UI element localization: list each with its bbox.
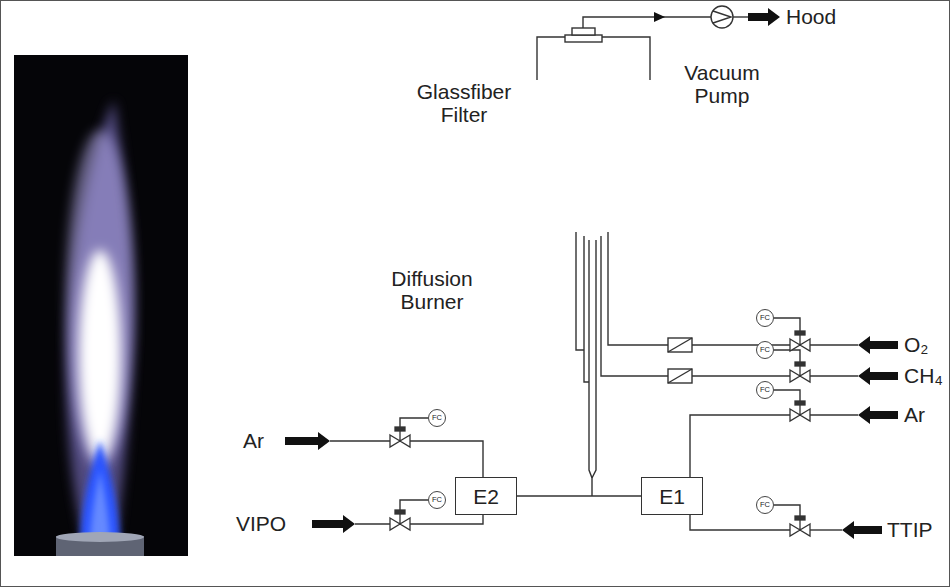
controller-tag: FC bbox=[432, 414, 442, 422]
pipe-connector bbox=[517, 495, 641, 496]
flow-controller: FC bbox=[428, 409, 446, 427]
flow-controller: FC bbox=[428, 491, 446, 509]
valve-actuator bbox=[795, 516, 805, 520]
flame-glow bbox=[66, 130, 134, 470]
valve-actuator bbox=[795, 331, 805, 335]
burner-middle-tube bbox=[584, 236, 589, 382]
valve-actuator bbox=[795, 362, 805, 366]
valves bbox=[390, 331, 810, 536]
feed-arrow bbox=[858, 367, 898, 385]
flame-core bbox=[79, 250, 121, 460]
burner-rim bbox=[56, 532, 144, 542]
valve-symbol bbox=[790, 335, 810, 351]
precursor-label: VIPO bbox=[236, 512, 286, 535]
flow-arrows bbox=[285, 8, 898, 539]
valve-symbol bbox=[790, 366, 810, 382]
flow-controller: FC bbox=[756, 381, 774, 399]
flame-base bbox=[80, 440, 120, 540]
controller-tag: FC bbox=[760, 501, 770, 509]
precursor-line bbox=[810, 529, 842, 530]
flame-plume bbox=[66, 100, 133, 540]
flow-controller: FC bbox=[756, 341, 774, 359]
flow-controller: FC bbox=[756, 309, 774, 327]
precursor-line bbox=[690, 496, 790, 530]
photo-ground bbox=[14, 55, 188, 556]
flame-base-inner bbox=[90, 470, 110, 538]
pump-outlet bbox=[733, 16, 748, 17]
box-label: E1 bbox=[659, 486, 685, 507]
gas-label: CH₄ bbox=[904, 364, 943, 387]
burner-outer-tube bbox=[608, 232, 668, 345]
flow-controller: FC bbox=[756, 496, 774, 514]
controller-tag: FC bbox=[760, 346, 770, 354]
gas-label: O₂ bbox=[904, 333, 929, 356]
exhaust-line bbox=[583, 17, 711, 28]
filter-holder bbox=[565, 35, 602, 42]
gas-label: Ar bbox=[243, 429, 264, 452]
controller-tag: FC bbox=[432, 496, 442, 504]
part-label: Glassfiber Filter bbox=[417, 80, 512, 126]
hood-arrow bbox=[748, 8, 780, 26]
valve-actuator bbox=[395, 427, 405, 431]
filter-pad bbox=[572, 28, 595, 35]
feed-arrow bbox=[858, 406, 898, 424]
controller-tag: FC bbox=[760, 386, 770, 394]
valve-symbol bbox=[390, 514, 410, 530]
burner-outer-tube bbox=[576, 232, 584, 350]
part-label: Vacuum Pump bbox=[684, 61, 759, 107]
burner-middle-tube bbox=[601, 236, 668, 376]
feed-arrow bbox=[285, 432, 330, 450]
evaporator-box: E1 bbox=[641, 477, 703, 515]
pipework bbox=[330, 6, 858, 530]
valve-symbol bbox=[790, 405, 810, 421]
oxygen-line bbox=[692, 344, 858, 345]
flame-photo bbox=[14, 55, 188, 556]
feed-arrow bbox=[858, 336, 898, 354]
check-valve-slash bbox=[668, 369, 692, 383]
evaporator-box: E2 bbox=[455, 477, 517, 515]
feed-arrow bbox=[842, 521, 882, 539]
valve-actuator bbox=[795, 401, 805, 405]
vacuum-pump-symbol bbox=[711, 6, 733, 28]
burner-inner-tube bbox=[589, 240, 592, 496]
argon-line bbox=[810, 414, 858, 415]
valve-actuator bbox=[395, 510, 405, 514]
feed-arrow bbox=[312, 515, 355, 533]
burner-inner-tube bbox=[592, 240, 596, 478]
valve-symbol bbox=[390, 431, 410, 447]
check-valve-slash bbox=[668, 338, 692, 352]
valve-symbol bbox=[790, 520, 810, 536]
check-valve bbox=[668, 369, 692, 383]
filter-hood bbox=[537, 37, 650, 80]
pump-triangle bbox=[713, 11, 731, 23]
flow-arrowhead bbox=[654, 12, 665, 22]
box-label: E2 bbox=[473, 486, 499, 507]
exhaust-label: Hood bbox=[786, 5, 836, 28]
gas-label: Ar bbox=[904, 403, 925, 426]
argon-line bbox=[690, 415, 790, 496]
methane-line bbox=[692, 375, 858, 376]
precursor-label: TTIP bbox=[887, 518, 933, 541]
controller-tag: FC bbox=[760, 314, 770, 322]
check-valve bbox=[668, 338, 692, 352]
part-label: Diffusion Burner bbox=[391, 267, 472, 313]
